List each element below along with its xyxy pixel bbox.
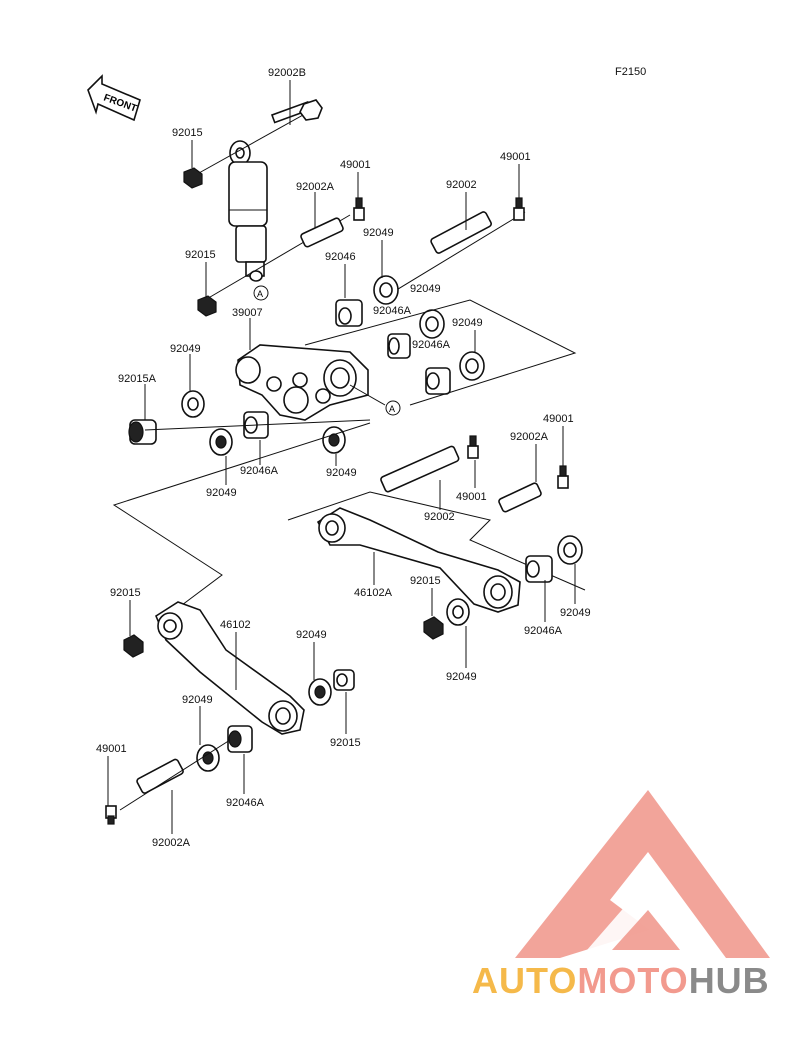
callout-a-1: A [253,285,269,301]
seal-92049-a [373,275,399,305]
label-92015-d: 92015 [110,587,141,599]
bolt-92002-upper [379,197,526,301]
seal-92049-c [459,351,485,381]
label-46102a: 46102A [354,587,393,599]
label-92049-c: 92049 [452,317,483,329]
label-92049-i: 92049 [296,629,327,641]
diagram-code: F2150 [615,66,646,78]
collar-92046a-lower [227,725,253,753]
label-92046a-c: 92046A [240,465,279,477]
tie-rod-46102a [316,507,521,613]
label-92015-b: 92015 [185,249,216,261]
collar-92046a-right [525,555,553,583]
label-92046a-d: 92046A [524,625,563,637]
label-92049-e: 92049 [326,467,357,479]
label-92049-j: 92049 [182,694,213,706]
label-49001-c: 49001 [543,413,574,425]
nut-92015-left [123,634,144,658]
seal-92049-mid [322,426,346,454]
group-frame-left [112,422,371,621]
seal-92049-right [557,535,583,565]
label-92049-b: 92049 [410,283,441,295]
label-49001-e: 49001 [96,743,127,755]
label-92002-b: 92002 [424,511,455,523]
collar-92046a-a [387,333,411,359]
svg-text:A: A [257,289,263,299]
bolt-92002a-lower [105,758,184,825]
seal-92049-left-lower [209,428,233,456]
label-92049-a: 92049 [363,227,394,239]
label-92046a-a: 92046A [373,305,412,317]
label-39007: 39007 [232,307,263,319]
bolt-92002-mid [380,435,479,493]
label-49001-d: 49001 [456,491,487,503]
collar-92046 [335,299,363,327]
label-92046: 92046 [325,251,356,263]
nut-92015-top [183,167,203,189]
label-92002a-b: 92002A [510,431,549,443]
group-frame-right [287,491,586,591]
bolt-92002a-right [498,465,569,513]
part-labels: 92002B 92015 49001 92002A 92002 49001 92… [96,67,591,849]
collar-92015-lower [333,669,355,691]
bolt-92002a-upper [204,197,365,301]
leader-lines [107,80,576,834]
label-92049-h: 92049 [446,671,477,683]
callout-a-2: A [385,400,401,416]
label-92015a: 92015A [118,373,157,385]
label-46102: 46102 [220,619,251,631]
seal-92049-right-lower [446,598,470,626]
label-92049-d: 92049 [170,343,201,355]
seal-92049-left [181,390,205,418]
group-frame-upper [304,299,577,406]
rocker-arm-39007 [235,344,369,421]
label-92046a-b: 92046A [412,339,451,351]
label-92015-a: 92015 [172,127,203,139]
seal-92049-lower-b [196,744,220,772]
tie-rod-46102 [155,601,305,735]
watermark-logo [515,790,770,958]
front-arrow-icon: FRONT [87,74,141,122]
shock-absorber [228,140,268,282]
collar-92046a-b [425,367,451,395]
label-92015-c: 92015 [410,575,441,587]
seal-92049-lower-a [308,678,332,706]
svg-text:A: A [389,404,395,414]
label-92002a-c: 92002A [152,837,191,849]
label-92049-f: 92049 [206,487,237,499]
label-92002a-a: 92002A [296,181,335,193]
label-49001-a: 49001 [340,159,371,171]
label-92049-g: 92049 [560,607,591,619]
watermark-text: AUTOMOTOHUB [472,960,770,1001]
label-92002-a: 92002 [446,179,477,191]
seal-92049-b [419,309,445,339]
label-49001-b: 49001 [500,151,531,163]
label-92002b: 92002B [268,67,306,79]
label-92046a-e: 92046A [226,797,265,809]
nut-92015-mid [197,295,217,317]
label-92015-e: 92015 [330,737,361,749]
collar-92015a [128,419,157,445]
nut-92015-right [423,616,444,640]
